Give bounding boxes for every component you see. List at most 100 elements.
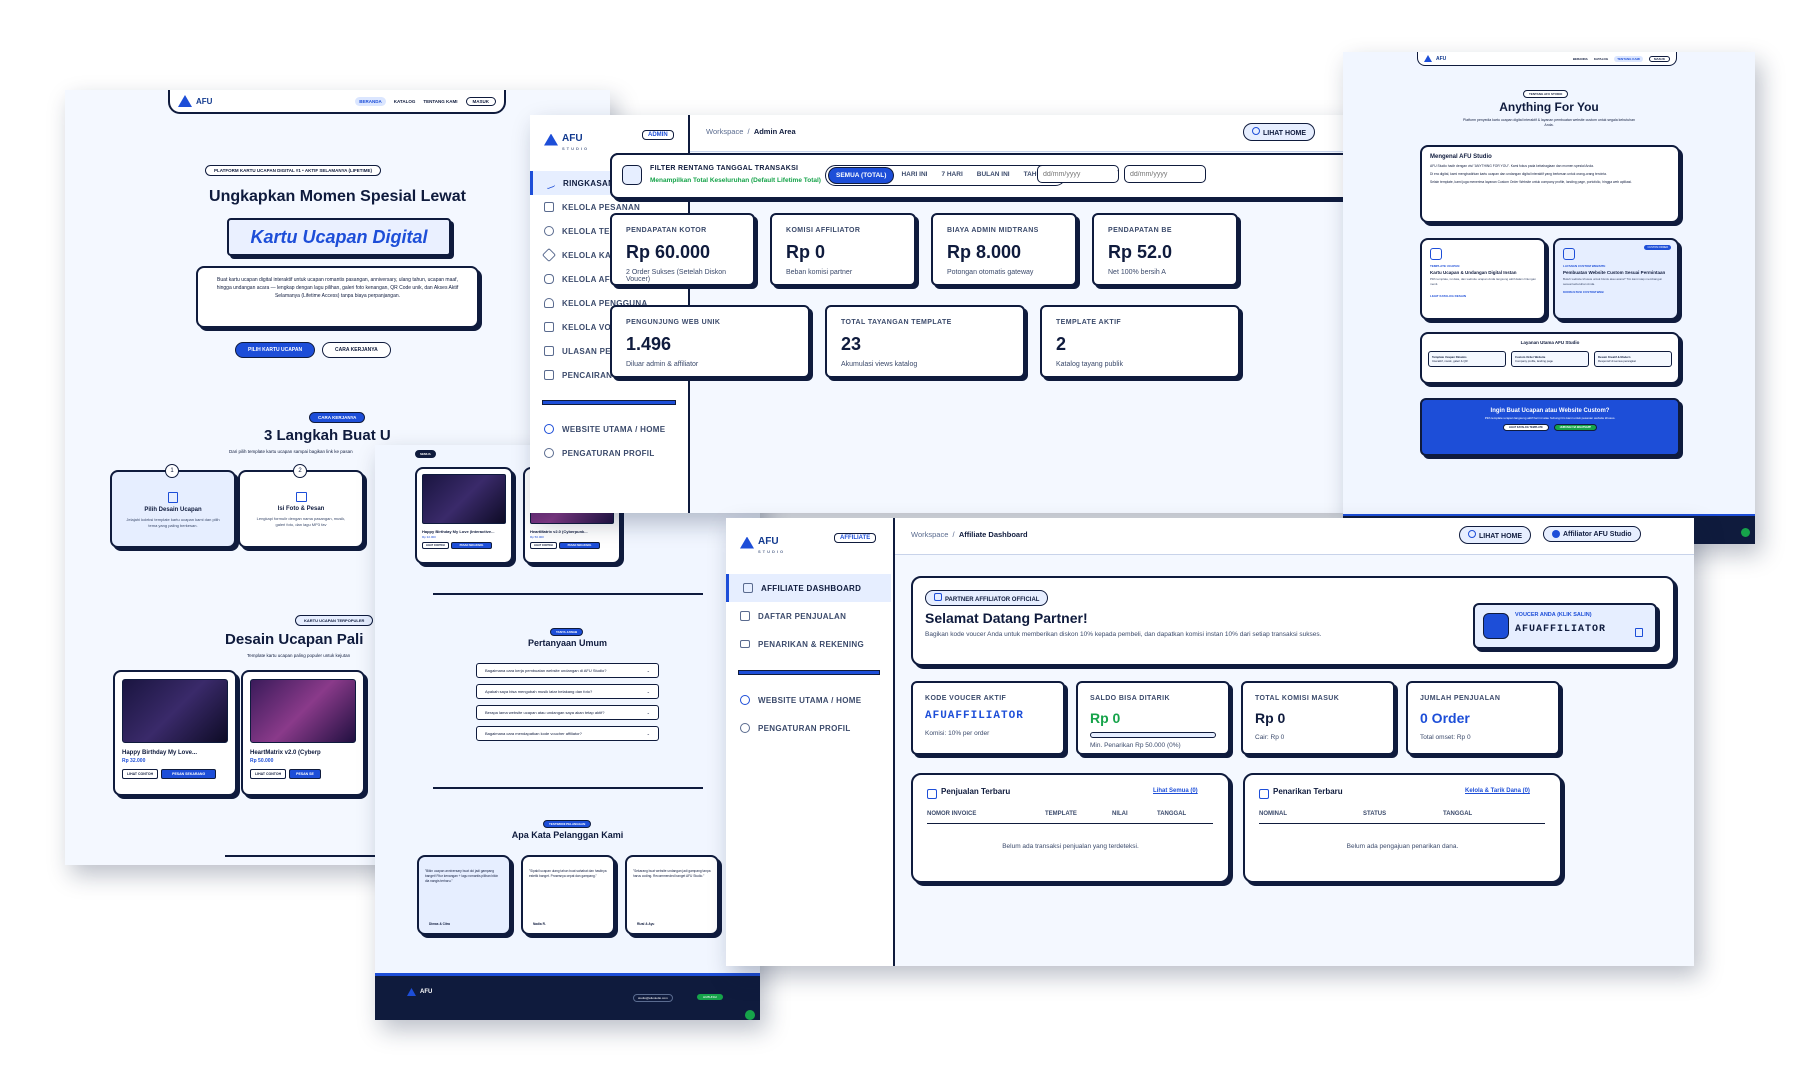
voucher-label: VOUCER ANDA (KLIK SALIN) <box>1515 612 1592 618</box>
footer-email[interactable]: studio@afustudio.com <box>633 994 673 1002</box>
order-button[interactable]: PESAN SEKARANG <box>161 769 217 779</box>
order-button[interactable]: PESAN SEKARANG <box>450 542 493 549</box>
footer-contact-button[interactable]: HUBUNGI <box>697 994 723 1000</box>
user-icon <box>1552 530 1560 538</box>
view-all-sales-link[interactable]: Lihat Semua (0) <box>1153 788 1198 794</box>
step-title: Pilih Desain Ucapan <box>144 507 202 513</box>
sidebar-item-affiliator[interactable]: KELOLA AFFILIATOR <box>530 267 686 291</box>
sidebar-item-withdraw[interactable]: PENARIKAN & REKENING <box>726 630 891 658</box>
catalog-link[interactable]: LIHAT KATALOG DESAIN <box>1430 294 1466 298</box>
clipboard-icon <box>168 492 178 503</box>
order-button[interactable]: PESAN SE <box>289 769 321 779</box>
range-7days[interactable]: 7 HARI <box>941 171 963 178</box>
nav-tentang[interactable]: TENTANG KAMI <box>1614 55 1643 62</box>
cart-icon <box>927 789 937 799</box>
template-card[interactable]: Happy Birthday My Love (Interactive... R… <box>415 467 513 564</box>
template-price: Rp 32.000 <box>122 758 146 764</box>
sidebar-item-pencairan[interactable]: PENCAIRAN DANA <box>530 363 686 387</box>
nav-beranda[interactable]: BERANDA <box>1572 56 1588 61</box>
admin-header: Workspace / Admin Area LIHAT HOME <box>690 115 1347 152</box>
template-card[interactable]: HeartMatrix v2.0 (Cyberp Rp 50.000 LIHAT… <box>241 670 365 796</box>
whatsapp-icon[interactable] <box>745 1010 755 1020</box>
step-desc: Jelajahi koleksi template kartu ucapan k… <box>126 517 220 528</box>
step-card-2: 2 Isi Foto & Pesan Lengkapi formulir den… <box>238 464 364 548</box>
divider <box>433 787 703 789</box>
range-all[interactable]: SEMUA (TOTAL) <box>828 167 895 184</box>
login-button[interactable]: MASUK <box>465 96 496 106</box>
sidebar-item-kategori[interactable]: KELOLA KATEGORI <box>530 243 686 267</box>
sidebar-item-sales[interactable]: DAFTAR PENJUALAN <box>726 602 891 630</box>
sidebar-item-template[interactable]: KELOLA TEMPLATE <box>530 219 686 243</box>
date-start-input[interactable] <box>1037 165 1119 183</box>
sidebar-item-voucer[interactable]: KELOLA VOUCER <box>530 315 686 339</box>
logo-icon <box>407 988 416 996</box>
sidebar-item-ulasan[interactable]: ULASAN PELANGGAN <box>530 339 686 363</box>
order-button[interactable]: PESAN SEKARANG <box>558 542 601 549</box>
faq-item[interactable]: Bagaimana cara mendapatkan kode voucher … <box>476 726 659 741</box>
template-card[interactable]: Happy Birthday My Love... Rp 32.000 LIHA… <box>113 670 237 796</box>
preview-button[interactable]: LIHAT CONTOH <box>122 769 159 779</box>
about-navbar: AFU BERANDA KATALOG TENTANG KAMI MASUK <box>1417 52 1677 66</box>
footer: AFU studio@afustudio.com HUBUNGI <box>375 973 760 1020</box>
manage-withdraw-link[interactable]: Kelola & Tarik Dana (0) <box>1465 788 1530 794</box>
sidebar-item-home[interactable]: WEBSITE UTAMA / HOME <box>726 686 891 714</box>
about-cta: Ingin Buat Ucapan atau Website Custom? P… <box>1420 398 1680 456</box>
filter-chip[interactable]: SEMUA <box>415 450 436 458</box>
home-button[interactable]: LIHAT HOME <box>1459 526 1532 544</box>
step-card-1: 1 Pilih Desain Ucapan Jelajahi koleksi t… <box>110 464 236 548</box>
logo[interactable]: AFU <box>178 95 212 107</box>
cta-secondary-button[interactable]: CARA KERJANYA <box>322 342 391 358</box>
globe-icon <box>1468 530 1476 538</box>
date-end-input[interactable] <box>1124 165 1206 183</box>
cta-primary-button[interactable]: PILIH KARTU UCAPAN <box>235 342 316 358</box>
preview-button[interactable]: LIHAT CONTOH <box>422 542 449 549</box>
nav-katalog[interactable]: KATALOG <box>1593 56 1609 61</box>
sidebar-item-home[interactable]: WEBSITE UTAMA / HOME <box>530 417 686 441</box>
filter-subtitle: Menampilkan Total Keseluruhan (Default L… <box>650 177 821 184</box>
welcome-title: Selamat Datang Partner! <box>925 610 1088 626</box>
faq-item[interactable]: Apakah saya bisa mengubah musik latar be… <box>476 684 659 699</box>
main-services-card: Layanan Utama AFU Studio Template Ucapan… <box>1420 332 1680 384</box>
copy-icon[interactable] <box>1635 628 1643 637</box>
preview-button[interactable]: LIHAT CONTOH <box>250 769 287 779</box>
nav-tentang[interactable]: TENTANG KAMI <box>423 98 458 104</box>
affiliate-header: Workspace / Affiliate Dashboard LIHAT HO… <box>895 518 1694 555</box>
voucher-copy-card[interactable]: VOUCER ANDA (KLIK SALIN) AFUAFFILIATOR <box>1473 603 1657 649</box>
faq-item[interactable]: Bagaimana cara kerja pembuatan website u… <box>476 663 659 678</box>
consult-link[interactable]: KONSULTASI CUSTOM WEB <box>1563 290 1604 294</box>
preview-button[interactable]: LIHAT CONTOH <box>530 542 557 549</box>
range-today[interactable]: HARI INI <box>901 171 928 178</box>
sidebar-item-settings[interactable]: PENGATURAN PROFIL <box>530 441 686 465</box>
cta-catalog-button[interactable]: LIHAT KATALOG TEMPLATE <box>1502 424 1549 431</box>
gear-icon <box>740 723 750 733</box>
range-month[interactable]: BULAN INI <box>976 171 1010 178</box>
nav-katalog[interactable]: KATALOG <box>393 98 416 104</box>
login-button[interactable]: MASUK <box>1649 55 1670 62</box>
template-name: Happy Birthday My Love (Interactive... <box>422 529 495 534</box>
about-title: Anything For You <box>1499 100 1599 114</box>
footer-logo[interactable]: AFU <box>407 988 432 996</box>
step-number: 1 <box>165 464 179 478</box>
faq-item[interactable]: Berapa lama website ucapan atau undangan… <box>476 705 659 720</box>
receipt-icon <box>544 202 554 212</box>
logo[interactable]: AFU <box>1424 55 1446 62</box>
nav-beranda[interactable]: BERANDA <box>355 96 386 106</box>
whatsapp-icon[interactable] <box>1741 528 1750 537</box>
sidebar-item-dashboard[interactable]: AFFILIATE DASHBOARD <box>726 574 891 602</box>
custom-tag: CUSTOM ORDER <box>1644 245 1671 250</box>
home-button[interactable]: LIHAT HOME <box>1243 123 1316 141</box>
sidebar-item-settings[interactable]: PENGATURAN PROFIL <box>726 714 891 742</box>
users-icon <box>544 298 554 308</box>
sidebar-item-pengguna[interactable]: KELOLA PENGGUNA <box>530 291 686 315</box>
user-menu-button[interactable]: Affiliator AFU Studio <box>1543 526 1641 542</box>
cta-whatsapp-button[interactable]: HUBUNGI VIA WHATSAPP <box>1553 424 1598 431</box>
middle-panel: SEMUA Happy Birthday My Love (Interactiv… <box>375 445 760 1020</box>
sidebar-item-pesanan[interactable]: KELOLA PESANAN <box>530 195 686 219</box>
